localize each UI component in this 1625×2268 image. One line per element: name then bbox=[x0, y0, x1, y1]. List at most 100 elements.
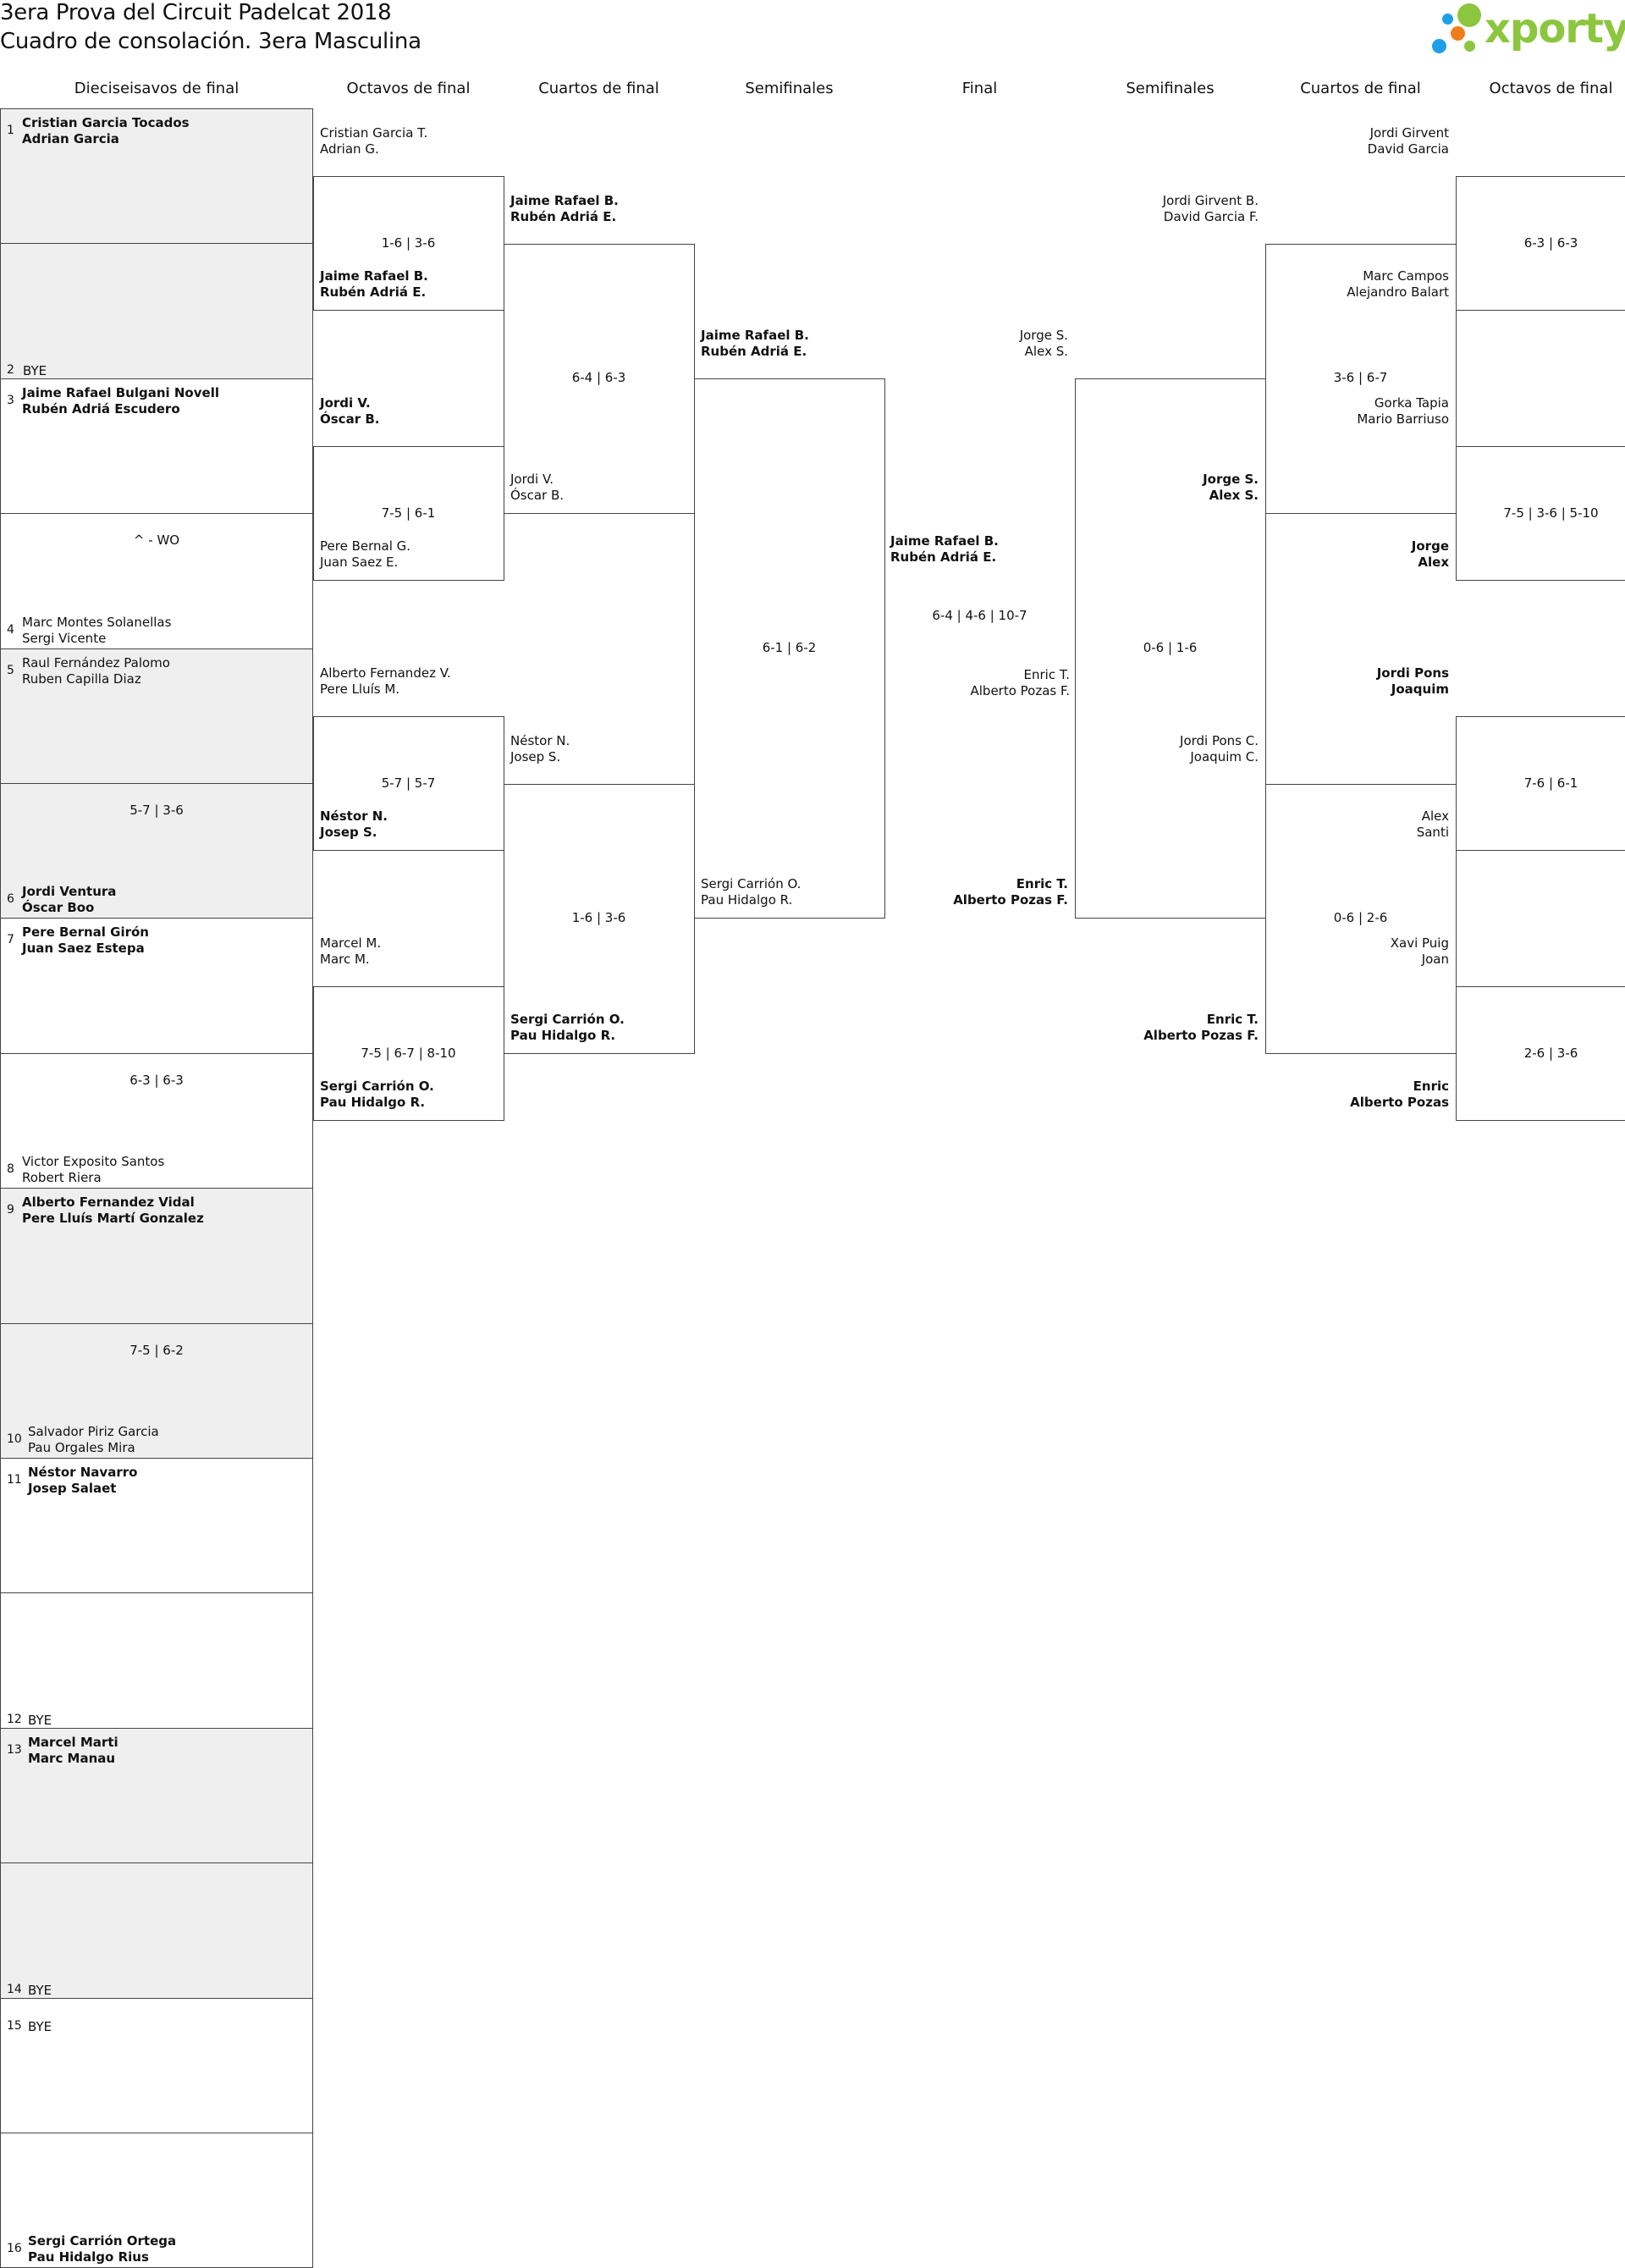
octavos-right-match-box bbox=[1456, 445, 1625, 582]
octavos-right-score: 2-6 | 3-6 bbox=[1523, 1045, 1578, 1061]
octavos-left-score: 7-5 | 6-7 | 8-10 bbox=[361, 1045, 456, 1061]
player-name: Pau Hidalgo Rius bbox=[28, 2249, 149, 2265]
seed-number: 12 bbox=[7, 1712, 22, 1726]
cuartos-left-team-top: Jaime Rafael B.Rubén Adriá E. bbox=[510, 193, 691, 225]
octavos-right-score: 6-3 | 6-3 bbox=[1523, 235, 1578, 251]
octavos-left-match-box bbox=[313, 445, 504, 582]
logo-dot-green-small-icon bbox=[1464, 41, 1475, 52]
player-name: Marc Montes Solanellas bbox=[22, 614, 172, 630]
round-header-6: Semifinales bbox=[1126, 80, 1215, 97]
semi-right-team-top-player-2: Alex S. bbox=[1024, 344, 1068, 359]
player-name: Pau Orgales Mira bbox=[28, 1440, 135, 1455]
player-name: Adrian Garcia bbox=[22, 131, 119, 146]
octavos-left-team-bottom-player-1: Sergi Carrión O. bbox=[320, 1079, 434, 1095]
octavos-left-team-bottom-player-2: Josep S. bbox=[320, 825, 377, 841]
octavos-left-team-top: Alberto Fernandez V.Pere Lluís M. bbox=[320, 665, 500, 698]
octavos-right-team-bottom-player-1: Enric bbox=[1413, 1079, 1449, 1095]
page-title: 3era Prova del Circuit Padelcat 2018 bbox=[0, 0, 392, 25]
semi-right-team-bottom: Enric T.Alberto Pozas F. bbox=[884, 876, 1068, 908]
cuartos-right-team-bottom: Enric T.Alberto Pozas F. bbox=[1075, 1012, 1259, 1044]
semi-left-team-top-player-1: Jaime Rafael B. bbox=[701, 328, 809, 343]
cuartos-right-team-bottom: Jorge S.Alex S. bbox=[1075, 472, 1259, 504]
octavos-right-score: 7-6 | 6-1 bbox=[1523, 775, 1578, 791]
cuartos-right-team-bottom-player-1: Jorge S. bbox=[1203, 471, 1259, 487]
octavos-left-team-bottom-player-1: Pere Bernal G. bbox=[320, 538, 411, 555]
octavos-right-match-box bbox=[1456, 985, 1625, 1122]
octavos-left-match-box bbox=[313, 985, 504, 1122]
round-header-1: Dieciseisavos de final bbox=[74, 80, 240, 97]
match-score: 6-3 | 6-3 bbox=[129, 1072, 184, 1088]
player-name: Salvador Piriz Garcia bbox=[28, 1424, 159, 1439]
semi-left-team-top-player-2: Rubén Adriá E. bbox=[701, 344, 807, 359]
cuartos-right-team-top: Jordi Pons C.Joaquim C. bbox=[1075, 733, 1259, 765]
cuartos-right-team-top-player-1: Jordi Girvent B. bbox=[1162, 192, 1259, 208]
cuartos-left-team-top-player-1: Jaime Rafael B. bbox=[510, 192, 619, 208]
player-name: Juan Saez Estepa bbox=[22, 941, 145, 957]
semi-left-team-bottom: Sergi Carrión O.Pau Hidalgo R. bbox=[701, 876, 881, 908]
bye-label: BYE bbox=[28, 1982, 52, 1998]
octavos-left-team-bottom-player-2: Pau Hidalgo R. bbox=[320, 1095, 426, 1111]
semi-left-match-box bbox=[694, 378, 885, 919]
bye-label: BYE bbox=[23, 362, 47, 378]
player-name: Marcel Marti bbox=[28, 1734, 118, 1750]
entry-slot bbox=[0, 1862, 313, 1999]
cuartos-right-score: 0-6 | 2-6 bbox=[1333, 910, 1388, 925]
cuartos-right-team-bottom-player-2: Alberto Pozas F. bbox=[1143, 1027, 1259, 1043]
octavos-left-team-top: Marcel M.Marc M. bbox=[320, 935, 500, 968]
page-subtitle: Cuadro de consolación. 3era Masculina bbox=[0, 29, 421, 54]
octavos-left-team-top-player-1: Alberto Fernandez V. bbox=[320, 665, 451, 681]
octavos-right-team-top-player-2: David Garcia bbox=[1367, 141, 1449, 157]
semi-left-score: 6-1 | 6-2 bbox=[762, 640, 817, 655]
cuartos-left-team-top-player-2: Rubén Adriá E. bbox=[510, 208, 617, 224]
cuartos-right-match-box bbox=[1265, 243, 1457, 514]
octavos-left-team-bottom: Jaime Rafael B.Rubén Adriá E. bbox=[320, 268, 500, 301]
octavos-left-team-bottom: Néstor N.Josep S. bbox=[320, 808, 500, 841]
round-header-8: Octavos de final bbox=[1489, 80, 1613, 97]
seed-number: 11 bbox=[7, 1473, 22, 1487]
player-name: Alberto Fernandez Vidal bbox=[22, 1195, 195, 1211]
player-name: Josep Salaet bbox=[28, 1481, 117, 1496]
logo-text: xporty bbox=[1485, 5, 1625, 52]
octavos-right-team-bottom-player-2: Santi bbox=[1416, 825, 1449, 841]
seed-number: 16 bbox=[7, 2242, 22, 2256]
octavos-left-team-top-player-2: Óscar B. bbox=[320, 411, 380, 427]
seed-number: 1 bbox=[7, 124, 14, 137]
octavos-left-team-top-player-1: Cristian Garcia T. bbox=[320, 124, 428, 141]
cuartos-left-score: 6-4 | 6-3 bbox=[571, 370, 626, 385]
player-name: Néstor Navarro bbox=[28, 1465, 138, 1480]
cuartos-left-team-bottom: Sergi Carrión O.Pau Hidalgo R. bbox=[510, 1012, 691, 1044]
player-name: Marc Manau bbox=[28, 1750, 116, 1766]
seed-number: 5 bbox=[7, 663, 14, 677]
semi-left-team-bottom-player-1: Sergi Carrión O. bbox=[701, 876, 801, 891]
semi-right-match-box bbox=[1075, 378, 1266, 919]
bye-label: BYE bbox=[28, 2018, 52, 2034]
player-name: Victor Exposito Santos bbox=[22, 1154, 165, 1170]
entry-slot bbox=[0, 108, 313, 245]
octavos-right-match-box bbox=[1456, 175, 1625, 312]
cuartos-left-team-bottom-player-2: Óscar B. bbox=[510, 487, 565, 503]
cuartos-right-team-top-player-2: Joaquim C. bbox=[1190, 748, 1259, 764]
cuartos-left-match-box bbox=[504, 783, 695, 1054]
octavos-right-team-bottom-player-2: Alberto Pozas bbox=[1350, 1095, 1449, 1111]
octavos-left-score: 7-5 | 6-1 bbox=[381, 505, 436, 521]
match-score: 7-5 | 6-2 bbox=[129, 1342, 184, 1358]
octavos-right-team-bottom-player-1: Alex bbox=[1421, 808, 1449, 825]
cuartos-left-score: 1-6 | 3-6 bbox=[571, 910, 626, 925]
match-score: ^ - WO bbox=[133, 533, 180, 549]
semi-right-score: 0-6 | 1-6 bbox=[1143, 640, 1198, 655]
cuartos-left-team-top: Néstor N.Josep S. bbox=[510, 733, 691, 765]
semi-left-team-top: Jaime Rafael B.Rubén Adriá E. bbox=[701, 328, 881, 360]
cuartos-right-match-box bbox=[1265, 783, 1457, 1054]
octavos-left-team-top: Jordi V.Óscar B. bbox=[320, 395, 500, 428]
octavos-left-team-bottom-player-1: Jaime Rafael B. bbox=[320, 268, 428, 284]
octavos-right-team-top-player-1: Gorka Tapia bbox=[1374, 395, 1449, 411]
match-score: 5-7 | 3-6 bbox=[129, 803, 184, 818]
octavos-left-score: 1-6 | 3-6 bbox=[381, 235, 436, 251]
entry-slot bbox=[0, 1188, 313, 1324]
octavos-right-team-top-player-2: Joan bbox=[1421, 951, 1449, 967]
octavos-right-team-top-player-1: Xavi Puig bbox=[1390, 935, 1449, 951]
